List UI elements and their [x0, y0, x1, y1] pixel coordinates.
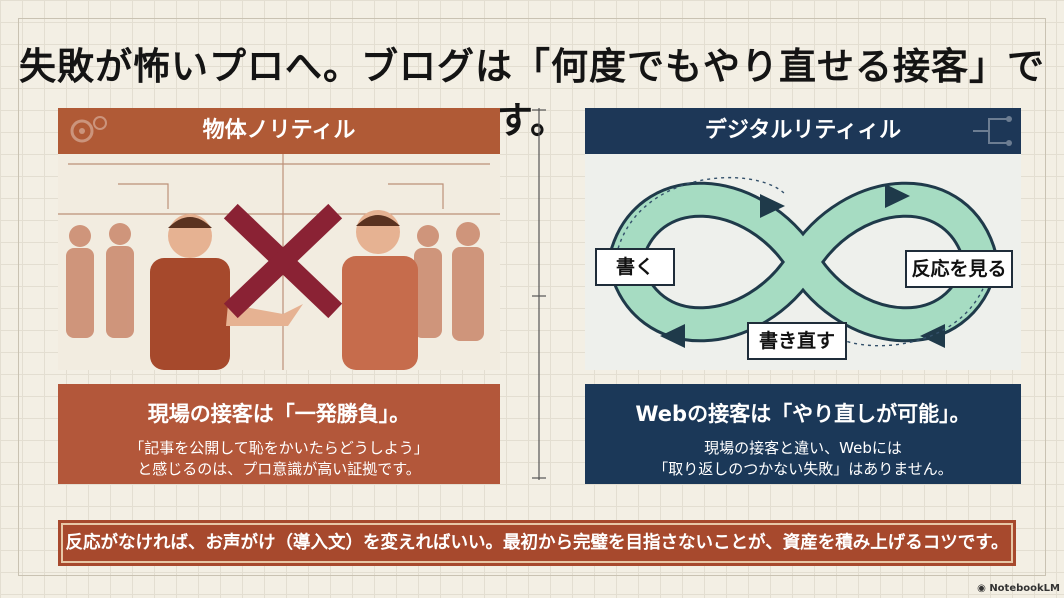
left-caption-box: 現場の接客は「一発勝負」。 「記事を公開して恥をかいたらどうしよう」 と感じるの…: [58, 384, 500, 484]
page-frame: [18, 18, 1046, 576]
left-caption-heading: 現場の接客は「一発勝負」。: [147, 402, 411, 426]
page-title: 失敗が怖いプロへ。ブログは「何度でもやり直せる接客」です。: [19, 45, 1045, 142]
circuit-icon: [973, 116, 1012, 146]
center-divider: [532, 108, 546, 480]
watermark-icon: ◉: [977, 583, 990, 594]
step-label-rewrite: 書き直す: [747, 322, 847, 360]
right-caption-line1: 現場の接客と違い、Webには: [704, 439, 902, 457]
right-caption-heading: Webの接客は「やり直しが可能」。: [635, 402, 971, 426]
right-illustration: 書く 反応を見る 書き直す: [585, 154, 1021, 370]
left-caption-line2: と感じるのは、プロ意識が高い証拠です。: [137, 460, 421, 478]
step-label-write: 書く: [595, 248, 675, 286]
cross-mark-icon: [223, 203, 343, 319]
right-caption-line2: 「取り返しのつかない失敗」はありません。: [653, 460, 953, 478]
right-caption-box: Webの接客は「やり直しが可能」。 現場の接客と違い、Webには 「取り返しのつ…: [585, 384, 1021, 484]
right-panel-header: デジタルリティィル: [585, 108, 1021, 154]
footer-banner: 反応がなければ、お声がけ（導入文）を変えればいい。最初から完璧を目指さないことが…: [58, 520, 1016, 566]
infinity-arrow: [609, 184, 997, 340]
left-panel-header: 物体ノリティル: [58, 108, 500, 154]
gear-icon: [70, 116, 107, 143]
right-header-label: デジタルリティィル: [704, 118, 902, 143]
left-header-label: 物体ノリティル: [202, 118, 356, 143]
left-illustration: [58, 154, 500, 370]
footer-text: 反応がなければ、お声がけ（導入文）を変えればいい。最初から完璧を目指さないことが…: [65, 533, 1009, 553]
left-caption-line1: 「記事を公開して恥をかいたらどうしよう」: [129, 439, 429, 457]
watermark-text: NotebookLM: [989, 583, 1060, 594]
store-scene-illustration: [58, 154, 500, 370]
watermark: ◉ NotebookLM: [977, 583, 1060, 594]
step-label-see-reaction: 反応を見る: [905, 250, 1013, 288]
